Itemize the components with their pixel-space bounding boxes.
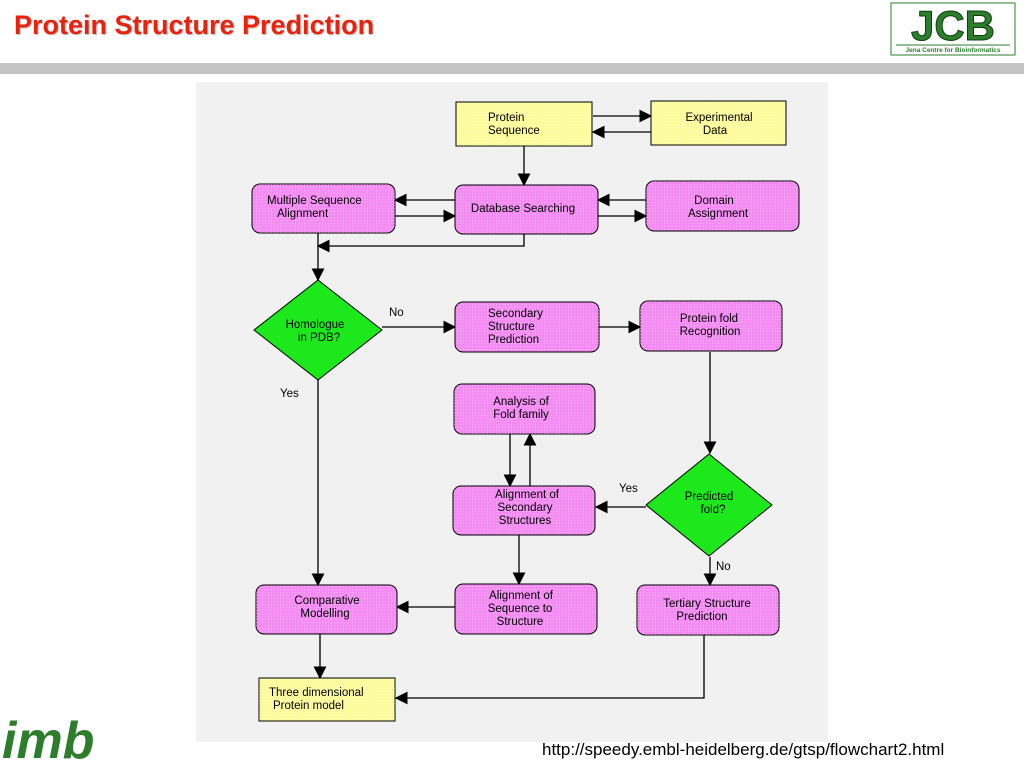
arrow-tertiary-to-model xyxy=(394,635,705,705)
jcb-logo: JCB Jena Centre for Bioinformatics xyxy=(890,2,1016,56)
label-protein-sequence-1: Protein xyxy=(488,112,524,124)
label-alignment-secondary-2: Secondary xyxy=(498,502,553,514)
jcb-logo-text: JCB xyxy=(911,2,995,49)
label-homologue-1: Homologue xyxy=(286,319,345,331)
label-predicted-fold-1: Predicted xyxy=(685,491,734,503)
edge-label-predicted-yes: Yes xyxy=(619,483,638,495)
label-analysis-fold-family-1: Analysis of xyxy=(493,396,549,408)
label-alignment-secondary-3: Structures xyxy=(499,515,552,527)
arrow-database-to-msa-return xyxy=(316,234,525,253)
label-database-searching: Database Searching xyxy=(471,203,575,215)
label-alignment-secondary-1: Alignment of xyxy=(495,489,560,501)
label-predicted-fold-2: fold? xyxy=(701,504,726,516)
imb-logo-text: imb xyxy=(2,712,94,768)
label-alignment-sequence-2: Sequence to xyxy=(488,603,553,615)
label-protein-sequence-2: Sequence xyxy=(488,125,540,137)
label-multiple-sequence-alignment-1: Multiple Sequence xyxy=(267,195,362,207)
imb-logo: imb xyxy=(2,712,94,768)
label-experimental-data-1: Experimental xyxy=(685,112,752,124)
label-alignment-sequence-1: Alignment of xyxy=(489,590,554,602)
label-homologue-2: in PDB? xyxy=(298,332,340,344)
label-experimental-data-2: Data xyxy=(703,125,728,137)
node-predicted-fold xyxy=(645,453,773,557)
slide-title: Protein Structure Prediction xyxy=(14,10,375,40)
node-homologue-in-pdb xyxy=(253,279,383,381)
label-domain-assignment-2: Assignment xyxy=(688,208,749,220)
label-secondary-structure-3: Prediction xyxy=(488,334,539,346)
jcb-logo-subtitle: Jena Centre for Bioinformatics xyxy=(906,47,1001,54)
label-fold-recognition-2: Recognition xyxy=(680,326,741,338)
label-tertiary-structure-2: Prediction xyxy=(676,611,727,623)
label-multiple-sequence-alignment-2: Alignment xyxy=(277,208,329,220)
label-comparative-modelling-2: Modelling xyxy=(300,608,349,620)
label-tertiary-structure-1: Tertiary Structure xyxy=(663,598,751,610)
label-secondary-structure-1: Secondary xyxy=(488,308,543,320)
label-domain-assignment-1: Domain xyxy=(694,195,734,207)
label-alignment-sequence-3: Structure xyxy=(497,616,544,628)
edge-label-predicted-no: No xyxy=(716,561,731,573)
edge-label-homologue-no: No xyxy=(389,307,404,319)
label-analysis-fold-family-2: Fold family xyxy=(493,409,549,421)
source-url: http://speedy.embl-heidelberg.de/gtsp/fl… xyxy=(542,740,945,759)
header-divider-bar xyxy=(0,63,1024,74)
label-comparative-modelling-1: Comparative xyxy=(294,595,359,607)
label-three-dimensional-2: Protein model xyxy=(273,700,344,712)
label-three-dimensional-1: Three dimensional xyxy=(269,687,364,699)
edge-label-homologue-yes: Yes xyxy=(280,388,299,400)
label-fold-recognition-1: Protein fold xyxy=(680,313,738,325)
label-secondary-structure-2: Structure xyxy=(488,321,535,333)
